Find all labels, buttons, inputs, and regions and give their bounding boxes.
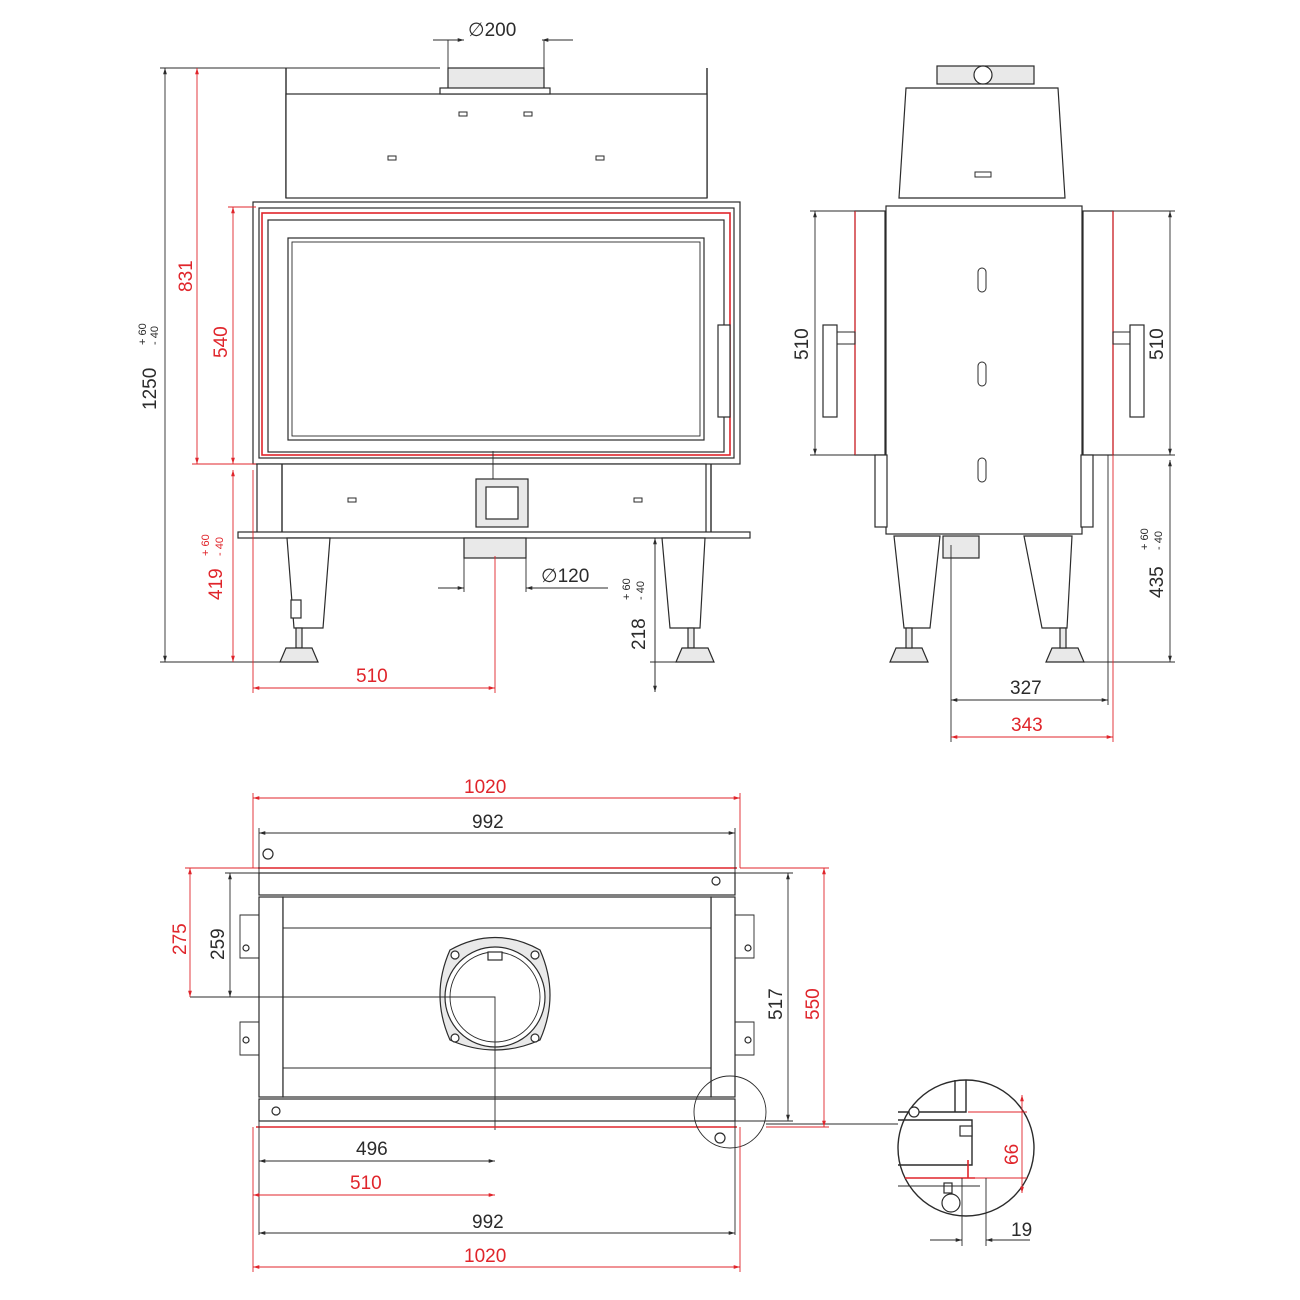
dim-flue-200: ∅200 (468, 20, 516, 41)
dim-275: 275 (170, 923, 191, 955)
dim-plan-1020-top: 1020 (464, 777, 506, 798)
dim-total-height: 1250 (140, 368, 161, 410)
dim-19: 19 (1011, 1220, 1032, 1241)
door-handle (717, 324, 731, 418)
dim-plan-1020-bottom: 1020 (464, 1246, 506, 1267)
tol-plus-435: + 60 (1139, 528, 1151, 550)
side-dimensions: 510 510 435 + 60 - 40 327 343 (792, 210, 1175, 742)
dim-plan-992-top: 992 (472, 812, 504, 833)
tol-minus-218: - 40 (635, 581, 647, 600)
dim-front-510: 510 (356, 666, 388, 687)
tol-plus-419: + 60 (200, 534, 212, 556)
tol-minus-419: - 40 (214, 537, 226, 556)
dim-bottom-510: 510 (350, 1173, 382, 1194)
tol-plus-218: + 60 (621, 578, 633, 600)
dim-plan-992-bottom: 992 (472, 1212, 504, 1233)
dim-side-510-right: 510 (1147, 328, 1168, 360)
dim-831: 831 (176, 260, 197, 292)
dim-435: 435 (1147, 566, 1168, 598)
dim-218: 218 (629, 618, 650, 650)
right-leg (661, 537, 706, 629)
glass-window (287, 237, 705, 441)
dim-66: 66 (1002, 1144, 1023, 1165)
tol-minus: - 40 (149, 326, 161, 345)
air-inlet-collar (463, 537, 527, 559)
dim-517: 517 (766, 988, 787, 1020)
side-view (822, 65, 1145, 663)
plan-dimensions: 1020 992 275 259 517 550 496 510 992 102… (170, 777, 829, 1272)
front-dimensions: ∅200 1250 + 60 - 40 831 540 419 + 60 - 4… (137, 20, 714, 693)
dim-540: 540 (211, 326, 232, 358)
dim-327: 327 (1010, 678, 1042, 699)
detail-view: 66 19 (897, 1079, 1035, 1246)
dim-550: 550 (803, 988, 824, 1020)
dim-496: 496 (356, 1139, 388, 1160)
tol-minus-435: - 40 (1153, 531, 1165, 550)
flue-collar-top (447, 67, 545, 91)
dim-side-510-left: 510 (792, 328, 813, 360)
front-view (237, 67, 751, 663)
plan-view (190, 848, 898, 1149)
tol-plus: + 60 (137, 323, 149, 345)
detail-marker-circle (693, 1075, 767, 1149)
dim-343: 343 (1011, 715, 1043, 736)
dim-inlet-120: ∅120 (541, 566, 589, 587)
dim-419: 419 (206, 568, 227, 600)
dim-259: 259 (208, 928, 229, 960)
